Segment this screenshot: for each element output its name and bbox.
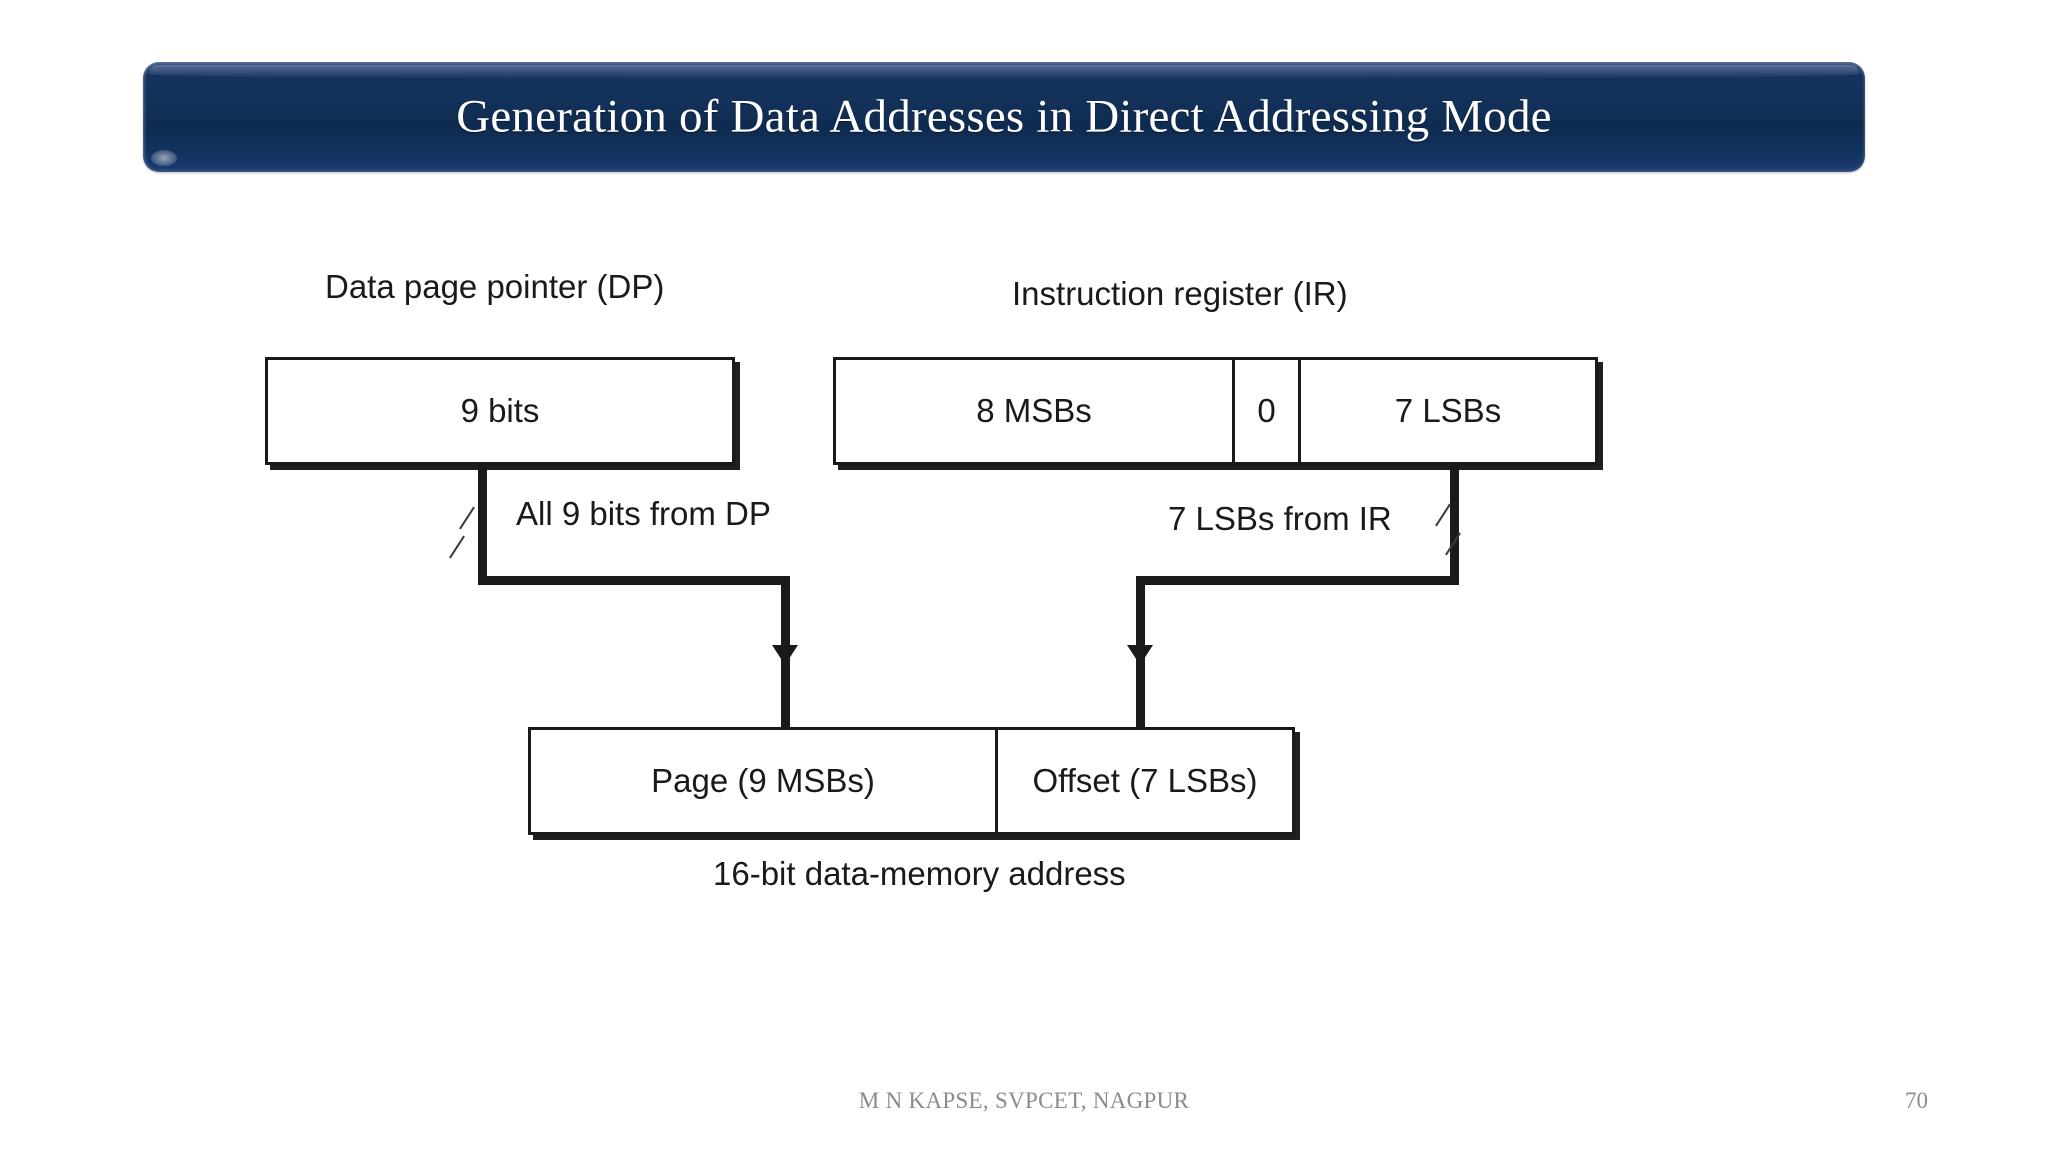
- ir-cell-8msbs: 8 MSBs: [976, 392, 1092, 429]
- dp-bus-width-tick-upper: [459, 506, 475, 530]
- dp-register-box: 9 bits: [265, 357, 735, 465]
- ir-register-box: 8 MSBs 0 7 LSBs: [833, 357, 1598, 465]
- dp-bus-vertical-segment: [478, 465, 487, 585]
- ir-bus-arrowhead: [1127, 645, 1153, 665]
- dp-cell-9bits: 9 bits: [460, 392, 540, 429]
- data-memory-address-box: Page (9 MSBs) Offset (7 LSBs): [528, 727, 1295, 835]
- ir-bus-width-tick-upper: [1435, 503, 1451, 527]
- dp-bus-label: All 9 bits from DP: [516, 495, 771, 532]
- result-caption: 16-bit data-memory address: [713, 855, 1126, 892]
- result-cell-page: Page (9 MSBs): [651, 762, 875, 799]
- result-cell-offset: Offset (7 LSBs): [995, 730, 1292, 832]
- footer-credit: M N KAPSE, SVPCET, NAGPUR: [858, 1088, 1190, 1113]
- dp-caption: Data page pointer (DP): [325, 268, 665, 305]
- slide-number: 70: [1905, 1088, 1928, 1113]
- ir-bus-vertical-segment: [1450, 465, 1459, 585]
- slide-title-banner: Generation of Data Addresses in Direct A…: [143, 62, 1865, 172]
- dp-bus-horizontal-segment: [478, 576, 790, 585]
- ir-bus-label: 7 LSBs from IR: [1168, 500, 1392, 537]
- ir-cell-zero: 0: [1232, 360, 1298, 462]
- page-title: Generation of Data Addresses in Direct A…: [456, 90, 1552, 143]
- ir-bus-horizontal-segment: [1136, 576, 1459, 585]
- ir-caption: Instruction register (IR): [1012, 275, 1348, 312]
- dp-bus-arrowhead: [772, 645, 798, 665]
- dp-bus-width-tick-lower: [449, 535, 465, 559]
- ir-cell-7lsbs: 7 LSBs: [1298, 360, 1595, 462]
